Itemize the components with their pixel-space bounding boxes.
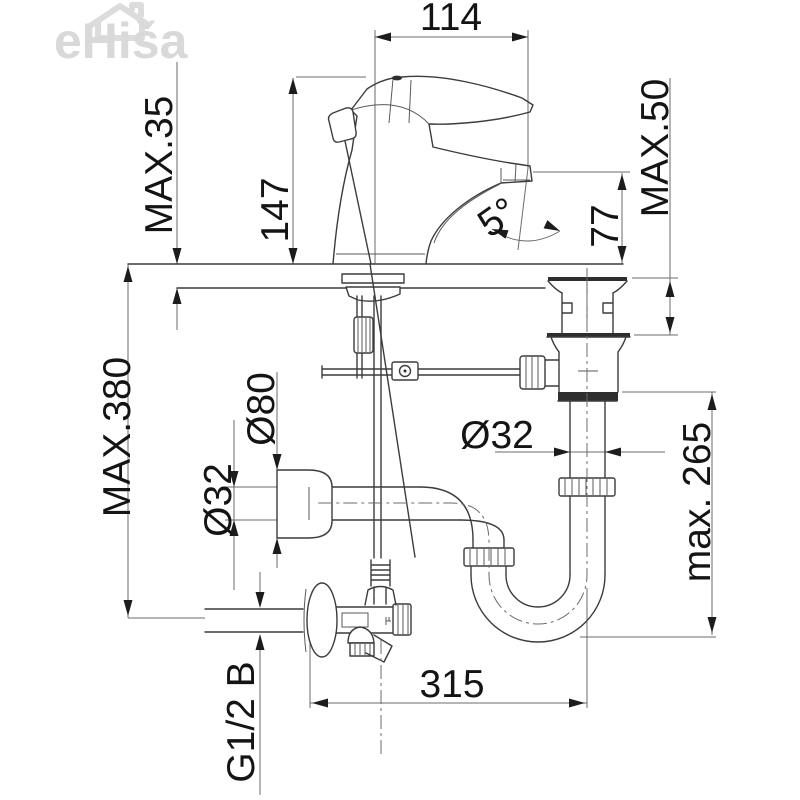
shaped-washer: [345, 286, 401, 302]
popup-linkage-rod: [321, 365, 521, 379]
dim-147-line: [292, 76, 366, 264]
arrowhead: [665, 281, 675, 333]
popup-lift-rod-upper: [344, 140, 372, 265]
hose-connector: [370, 559, 391, 587]
dim-d80-label: Ø80: [240, 372, 283, 446]
angle-valve: [204, 559, 412, 663]
valve-flange-edge: [303, 588, 307, 653]
house-icon: [88, 2, 152, 41]
arrowhead: [255, 592, 265, 650]
spout-inner-curve: [433, 183, 501, 244]
watermark: eHiša: [54, 2, 189, 69]
dim-max50-label: MAX.50: [634, 79, 677, 218]
dim-max265-label: max. 265: [676, 422, 719, 582]
mounting-nut-knurl: [357, 318, 371, 352]
centerlines: [318, 268, 588, 756]
ball-rod-nut-facets: [525, 357, 539, 388]
arrowhead: [492, 229, 509, 239]
valve-handle-dome: [347, 626, 375, 644]
clamp-screw: [398, 364, 412, 378]
dim-77-label: 77: [584, 204, 627, 247]
trap-right-pipe: [569, 495, 606, 576]
arrowhead: [554, 447, 621, 457]
o-ring: [558, 392, 618, 401]
dim-d32-wall-label: Ø32: [197, 463, 240, 537]
waste-seat: [546, 336, 631, 353]
dim-114-label: 114: [420, 0, 482, 39]
aerator: [500, 163, 530, 183]
valve-mark: [385, 617, 391, 625]
dim-max265-line: [580, 391, 716, 638]
trap-top-nut-knurl: [564, 479, 608, 495]
popup-lift-knob: [327, 107, 357, 143]
under-deck-fixing: [321, 263, 521, 559]
mounting-nut: [353, 316, 374, 354]
valve-handle-knurl: [354, 644, 371, 655]
watermark-text: eHiša: [54, 13, 189, 69]
dim-5deg-label: 5°: [470, 189, 525, 246]
popup-waste: [519, 277, 631, 497]
dim-d32-trap-label: Ø32: [460, 414, 534, 457]
valve-wall-flange: [306, 582, 338, 658]
dim-d32-wall-line: [225, 420, 277, 590]
handle-top-mark: [392, 75, 402, 81]
dim-147-label: 147: [254, 177, 297, 242]
wall-outlet-flange: [276, 469, 333, 539]
valve-top-hex: [364, 585, 397, 606]
wall-supply-pipe: [204, 608, 304, 633]
waste-trumpet: [547, 280, 628, 294]
supply-pipe: [373, 295, 382, 559]
cartridge-lines: [388, 78, 412, 124]
wall-outlet-pipe: [329, 486, 461, 521]
dim-thread-label: G1/2 B: [220, 661, 263, 782]
clamp-screw-center: [403, 369, 407, 373]
dim-315-label: 315: [419, 663, 484, 706]
arrowhead: [543, 220, 560, 231]
valve-outlet-nut-facets: [397, 605, 409, 634]
faucet-body: [327, 75, 534, 265]
dimension-lines: [123, 30, 717, 795]
dim-max35-label: MAX.35: [138, 96, 181, 235]
dim-max380-label: MAX.380: [96, 357, 139, 517]
trap-left-nut-knurl: [469, 549, 506, 565]
waste-body-upper: [561, 292, 614, 335]
dim-315-line: [309, 588, 588, 708]
valve-handle-lever: [365, 634, 393, 663]
threaded-stud: [356, 295, 363, 379]
trap-left-pipe: [470, 539, 507, 576]
waste-seat-edge: [547, 333, 630, 337]
arrowhead: [375, 32, 528, 42]
dim-max380-line: [127, 264, 205, 619]
arrowhead: [172, 248, 182, 304]
handle-base-line: [350, 104, 430, 125]
arrowhead: [229, 471, 239, 536]
dim-114-line: [374, 30, 529, 264]
dimension-labels: 114 MAX.35 147 MAX.50 77 5° MAX.380 Ø80 …: [96, 0, 719, 783]
valve-handle-knob: [349, 642, 375, 657]
drain-centerline: [318, 268, 588, 625]
popup-lift-rod-lower: [369, 263, 416, 558]
waste-body-lower: [544, 351, 619, 393]
trap-u-bend: [470, 574, 606, 643]
valve-body-detail: [341, 612, 369, 628]
faucet-outline: [332, 75, 534, 265]
trap-elbow: [419, 486, 505, 541]
